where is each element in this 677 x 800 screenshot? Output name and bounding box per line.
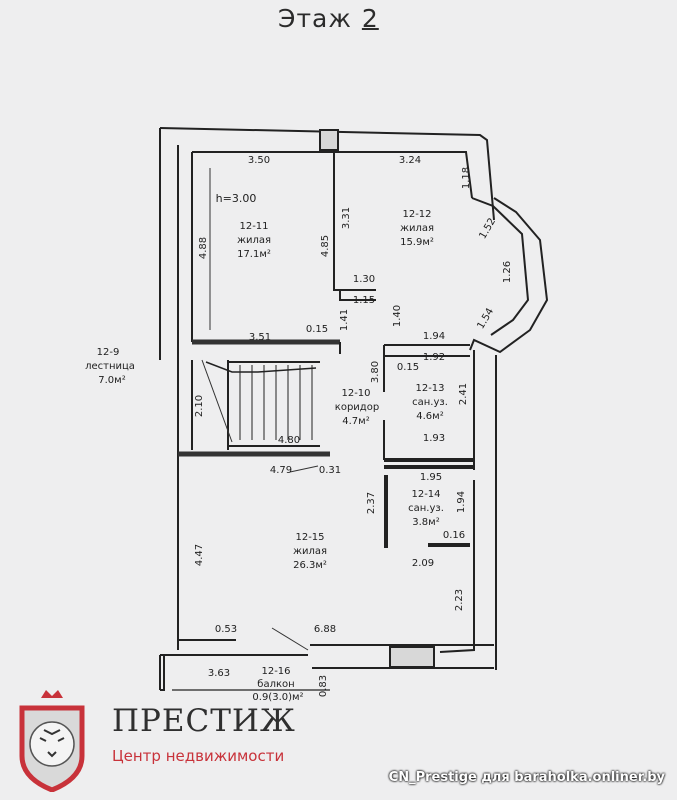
svg-text:балкон: балкон [257, 679, 294, 690]
svg-text:12-11: 12-11 [239, 221, 268, 232]
svg-text:4.7м²: 4.7м² [342, 416, 369, 427]
svg-text:12-10: 12-10 [341, 388, 370, 399]
svg-text:7.0м²: 7.0м² [98, 375, 125, 386]
room-12-13: 12-13 сан.уз. 4.6м² [412, 383, 448, 422]
room-12-14: 12-14 сан.уз. 3.8м² [408, 489, 444, 528]
brand-tagline: Центр недвижимости [112, 747, 285, 765]
dim-17: 1.92 [423, 352, 445, 363]
dim-29: 0.16 [443, 530, 465, 541]
walls [159, 127, 549, 691]
dim-32: 2.23 [454, 589, 465, 611]
dim-25: 0.31 [319, 465, 341, 476]
svg-text:12-9: 12-9 [97, 347, 120, 358]
dim-10: 1.30 [353, 274, 375, 285]
dim-28: 1.94 [456, 491, 467, 513]
dim-2: 3.24 [399, 155, 421, 166]
svg-text:сан.уз.: сан.уз. [408, 503, 444, 514]
dim-16: 1.94 [423, 331, 445, 342]
brand-name: ПРЕСТИЖ [112, 703, 296, 739]
dim-18: 3.80 [370, 361, 381, 383]
dim-27: 2.37 [366, 492, 377, 514]
svg-text:4.6м²: 4.6м² [416, 411, 443, 422]
dim-35: 3.63 [208, 668, 230, 679]
svg-text:сан.уз.: сан.уз. [412, 397, 448, 408]
dim-4: 1.52 [478, 216, 499, 241]
svg-text:жилая: жилая [237, 235, 271, 246]
dim-24: 4.79 [270, 465, 292, 476]
dim-9: 4.85 [320, 235, 331, 257]
room-12-15: 12-15 жилая 26.3м² [293, 532, 327, 571]
dim-22: 4.80 [278, 435, 300, 446]
dim-15: 3.51 [249, 332, 271, 343]
dim-19: 0.15 [397, 362, 419, 373]
dim-3: 1.18 [461, 167, 472, 189]
watermark: CN_Prestige для baraholka.onliner.by [388, 770, 665, 785]
floor-word: Этаж [278, 4, 352, 33]
svg-text:12-13: 12-13 [415, 383, 444, 394]
room-12-16: 12-16 балкон 0.9(3.0)м² [252, 666, 303, 703]
tiger-crest-logo [19, 690, 85, 792]
svg-text:12-16: 12-16 [261, 666, 290, 677]
dim-6: 1.54 [476, 306, 497, 331]
room-12-12: 12-12 жилая 15.9м² [400, 209, 434, 248]
dim-21: 2.10 [194, 395, 205, 417]
floor-title: Этаж 2 [278, 4, 379, 33]
svg-text:12-15: 12-15 [295, 532, 324, 543]
svg-text:15.9м²: 15.9м² [400, 237, 434, 248]
labels: h=3.00 3.50 3.24 1.18 1.52 1.26 1.54 4.8… [85, 155, 513, 703]
dim-36: 0.83 [318, 675, 329, 697]
dim-20: 2.41 [458, 383, 469, 405]
svg-text:лестница: лестница [85, 361, 135, 372]
dim-12: 1.40 [392, 305, 403, 327]
dim-31: 2.09 [412, 558, 434, 569]
dim-33: 0.53 [215, 624, 237, 635]
svg-text:жилая: жилая [400, 223, 434, 234]
svg-text:12-14: 12-14 [411, 489, 440, 500]
height-note: h=3.00 [216, 192, 257, 205]
dim-1: 3.50 [248, 155, 270, 166]
dim-11: 1.15 [353, 295, 375, 306]
dim-8: 3.31 [341, 207, 352, 229]
floor-number: 2 [361, 4, 379, 33]
room-12-9: 12-9 лестница 7.0м² [85, 347, 135, 386]
dim-23: 1.93 [423, 433, 445, 444]
svg-text:17.1м²: 17.1м² [237, 249, 271, 260]
crown-icon [41, 690, 63, 698]
dim-34: 6.88 [314, 624, 336, 635]
svg-text:3.8м²: 3.8м² [412, 517, 439, 528]
dim-14: 0.15 [306, 324, 328, 335]
dim-7: 4.88 [198, 237, 209, 259]
svg-text:жилая: жилая [293, 546, 327, 557]
dim-26: 1.95 [420, 472, 442, 483]
svg-text:26.3м²: 26.3м² [293, 560, 327, 571]
room-12-11: 12-11 жилая 17.1м² [237, 221, 271, 260]
svg-text:коридор: коридор [335, 402, 379, 413]
dim-13: 1.41 [339, 309, 350, 331]
dimension-lines [201, 168, 319, 651]
dim-5: 1.26 [502, 261, 513, 283]
svg-text:0.9(3.0)м²: 0.9(3.0)м² [252, 692, 303, 703]
room-12-10: 12-10 коридор 4.7м² [335, 388, 379, 427]
svg-text:12-12: 12-12 [402, 209, 431, 220]
dim-30: 4.47 [194, 544, 205, 566]
